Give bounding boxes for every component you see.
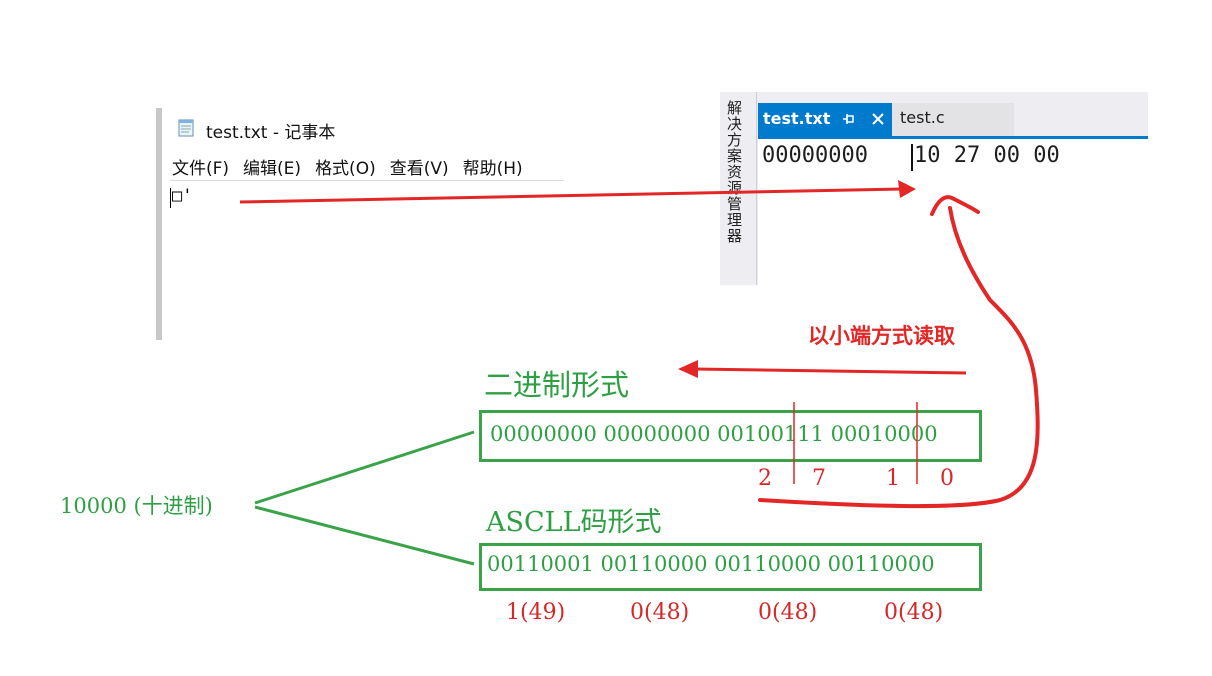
hex-digit-label: 0 [940, 466, 954, 491]
hex-digit-label: 2 [758, 466, 772, 491]
ascii-char-label: 0(48) [758, 600, 818, 625]
tab-test-c[interactable]: test.c [892, 103, 1014, 136]
binary-form-title: 二进制形式 [484, 368, 630, 402]
binary-bits: 00000000 00000000 00100111 00010000 [490, 422, 938, 446]
vs-editor-panel: 解决方案资源管理器 test.txt test.c 00000000 10 27… [720, 92, 1148, 285]
tab-accent-strip [758, 136, 1148, 139]
hex-digit-label: 1 [886, 466, 900, 491]
decimal-connector [254, 430, 475, 566]
hex-address: 00000000 [762, 143, 868, 168]
ascii-char-label: 0(48) [630, 600, 690, 625]
menu-file[interactable]: 文件(F) [172, 159, 230, 179]
little-endian-note: 以小端方式读取 [808, 324, 955, 348]
ascii-char-label: 0(48) [884, 600, 944, 625]
close-icon[interactable] [870, 111, 886, 127]
pin-icon[interactable] [842, 112, 856, 126]
hex-digit-label: 7 [812, 466, 826, 491]
tab-label: test.c [900, 108, 945, 127]
menu-format[interactable]: 格式(O) [315, 159, 376, 179]
binary-form-box [479, 410, 982, 462]
notepad-icon [178, 119, 194, 137]
solution-explorer-label: 解决方案资源管理器 [725, 100, 743, 244]
menu-edit[interactable]: 编辑(E) [243, 159, 302, 179]
tab-label: test.txt [763, 109, 831, 128]
hex-bytes: 10 27 00 00 [914, 143, 1060, 168]
menu-help[interactable]: 帮助(H) [462, 159, 523, 179]
arrow-notepad-to-hex [239, 180, 916, 204]
window-title: test.txt - 记事本 [206, 123, 336, 143]
menu-view[interactable]: 查看(V) [389, 159, 449, 179]
text-caret [911, 144, 913, 171]
ascii-char-label: 1(49) [506, 600, 566, 625]
decimal-value-label: 10000 (十进制) [60, 494, 213, 518]
arrow-curve-to-hex [758, 195, 1040, 509]
text-area[interactable]: □' [172, 186, 193, 206]
text-caret [170, 188, 171, 208]
ascii-form-box [479, 543, 982, 591]
ascii-form-title: ASCLL码形式 [486, 507, 662, 538]
menu-bar: 文件(F) 编辑(E) 格式(O) 查看(V) 帮助(H) [172, 154, 523, 179]
ascii-bits: 00110001 00110000 00110000 00110000 [487, 552, 935, 576]
notepad-window: test.txt - 记事本 文件(F) 编辑(E) 格式(O) 查看(V) 帮… [156, 108, 568, 340]
hex-editor[interactable]: 00000000 10 27 00 00 [758, 139, 1148, 285]
menu-divider [170, 180, 564, 181]
solution-explorer-sidebar[interactable]: 解决方案资源管理器 [720, 92, 757, 285]
tab-test-txt[interactable]: test.txt [758, 103, 892, 136]
window-left-edge [156, 108, 162, 340]
arrow-to-binary-title [678, 360, 967, 378]
